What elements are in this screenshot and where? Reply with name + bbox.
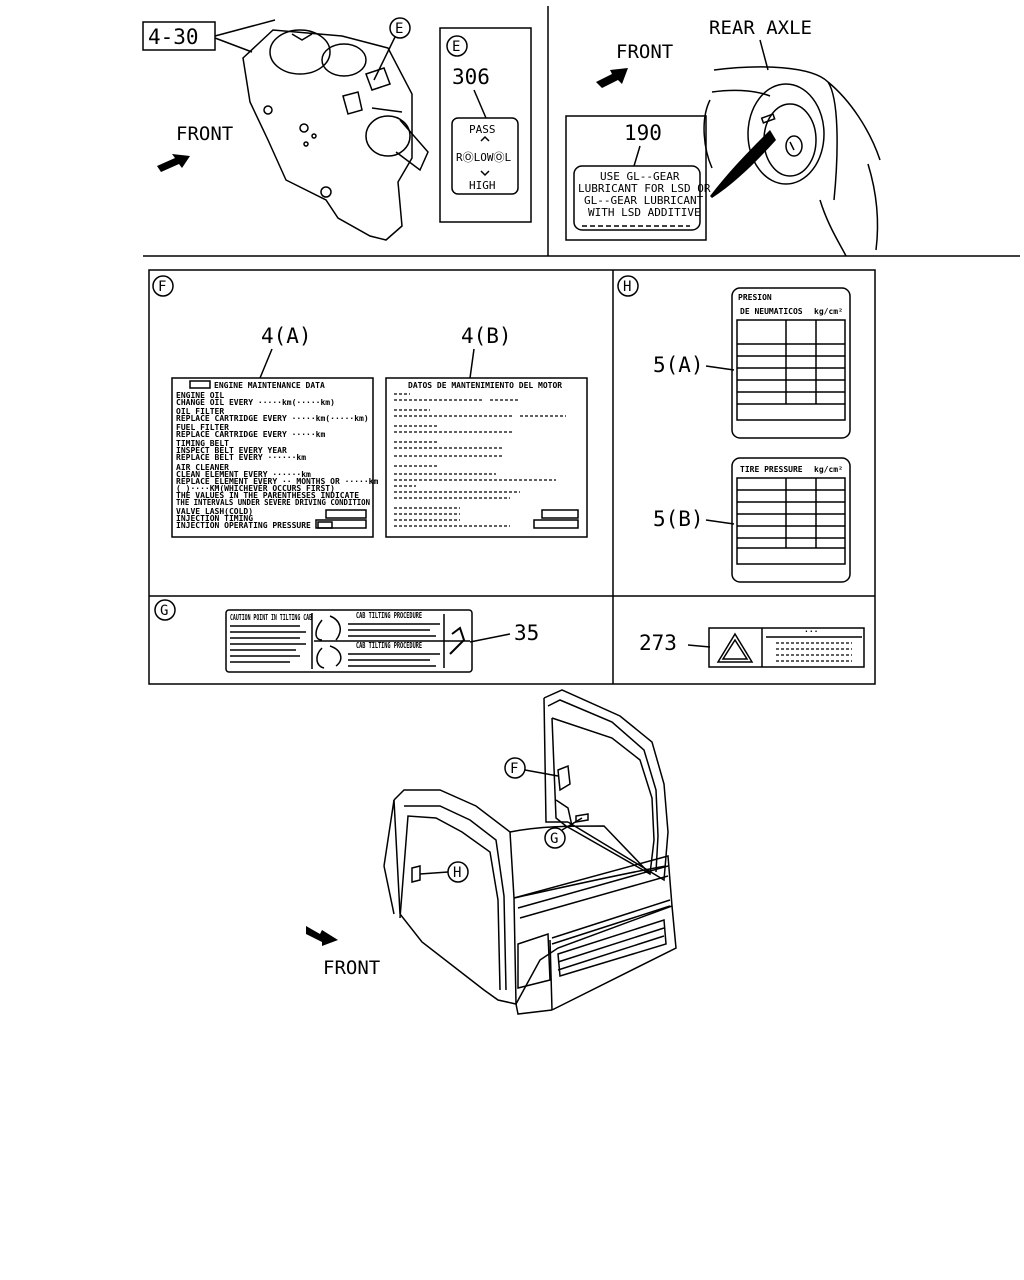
label-4a-line-11: REPLACE ELEMENT EVERY ·· MONTHS OR ·····… <box>176 477 378 486</box>
section-h: H 5(A) PRESION DE NEUMATICOS kg/cm² 5(B)… <box>617 275 851 583</box>
rear-axle-view: REAR AXLE FRONT 190 USE GL--GEAR LUBRICA… <box>565 17 881 257</box>
label-5b-sticker <box>731 457 851 583</box>
label-4a-line-12: ( )····KM(WHICHEVER OCCURS FIRST) <box>176 484 335 493</box>
section-g: G CAUTION POINT IN TILTING CAB CAB TILTI… <box>154 599 539 673</box>
label-4a-line-4: FUEL FILTER <box>176 423 229 432</box>
label-190-line-1: USE GL--GEAR <box>600 170 680 183</box>
cab-rear-wall <box>543 689 669 882</box>
section-f: F 4(A) ENGINE MAINTENANCE DATA ENGINE OI… <box>152 275 588 538</box>
section-f-circle: F <box>158 279 166 295</box>
label-5b-line-1: TIRE PRESSURE <box>740 465 803 474</box>
label-4a-line-5: REPLACE CARTRIDGE EVERY ·····km <box>176 430 325 439</box>
callout-e-circle <box>389 17 411 39</box>
label-4b-sticker <box>385 377 588 538</box>
label-190-part-no: 190 <box>624 121 662 145</box>
label-4a-line-10: CLEAN ELEMENT EVERY ······km <box>176 470 311 479</box>
label-273-header: ··· <box>804 627 818 636</box>
label-4a-line-13: THE VALUES IN THE PARENTHESES INDICATE <box>176 491 359 500</box>
cab-side-wall <box>393 789 517 1005</box>
label-4a-line-8: REPLACE BELT EVERY ······km <box>176 453 306 462</box>
label-190-line-2: LUBRICANT FOR LSD OR <box>578 182 711 195</box>
labels-frame <box>148 269 876 685</box>
ref-4-30-label: 4-30 <box>148 25 199 49</box>
cab-callout-g: G <box>550 831 558 847</box>
label-35-right-title-1: CAB TILTING PROCEDURE <box>356 611 422 620</box>
label-35-part-no: 35 <box>514 621 539 645</box>
section-h-circle: H <box>623 279 631 295</box>
section-273: 273 ··· <box>639 627 865 668</box>
label-4a-line-15: VALVE LASH(COLD) <box>176 507 253 516</box>
label-306-circle-e: E <box>452 39 460 55</box>
label-190-line-4: WITH LSD ADDITIVE <box>588 206 701 219</box>
label-190-panel <box>565 115 707 241</box>
label-306-sticker <box>451 117 519 195</box>
label-4a-line-14: THE INTERVALS UNDER SEVERE DRIVING CONDI… <box>176 498 370 507</box>
label-306-panel: E 306 PASS RⓄLOWⓄL HIGH <box>439 27 532 223</box>
label-4a-line-3: REPLACE CARTRIDGE EVERY ·····km(·····km) <box>176 414 369 423</box>
label-190-sticker <box>573 165 701 231</box>
axle-cover <box>747 83 825 185</box>
axle-leader <box>710 130 776 198</box>
callout-e-text: E <box>395 21 403 37</box>
label-4b-title: DATOS DE MANTENIMIENTO DEL MOTOR <box>408 381 562 390</box>
label-4a-part-no: 4(A) <box>261 324 312 348</box>
front-arrow-icon-2 <box>596 68 628 88</box>
axle-housing <box>711 66 881 201</box>
label-35-left-title: CAUTION POINT IN TILTING CAB <box>230 613 312 622</box>
label-4a-sticker <box>171 377 374 538</box>
cab-callout-f: F <box>510 761 518 777</box>
front-arrow-icon <box>157 154 190 172</box>
label-306-part-no: 306 <box>452 65 490 89</box>
label-4a-line-7: INSPECT BELT EVERY YEAR <box>176 446 287 455</box>
label-306-pass: PASS <box>469 123 496 136</box>
label-5a-line-1: PRESION <box>738 293 772 302</box>
label-4a-line-0: ENGINE OIL <box>176 391 224 400</box>
front-label-2: FRONT <box>616 41 673 63</box>
cab-front-panel <box>513 855 673 1005</box>
label-306-high: HIGH <box>469 179 496 192</box>
label-4b-part-no: 4(B) <box>461 324 512 348</box>
section-g-circle: G <box>160 603 168 619</box>
steering-column-view: 4-30 E FRONT <box>142 17 429 241</box>
label-4a-line-16: INJECTION TIMING <box>176 514 253 523</box>
front-label-3: FRONT <box>323 957 380 979</box>
label-190-line-3: GL--GEAR LUBRICANT <box>584 194 704 207</box>
label-5a-sticker <box>731 287 851 439</box>
label-4a-line-9: AIR CLEANER <box>176 463 229 472</box>
steering-column-body <box>242 29 413 241</box>
label-35-right-title-2: CAB TILTING PROCEDURE <box>356 641 422 650</box>
rear-axle-label: REAR AXLE <box>709 17 812 39</box>
front-label-1: FRONT <box>176 123 233 145</box>
cab-view: F G H FRONT <box>306 689 677 1015</box>
label-5b-unit: kg/cm² <box>814 465 843 474</box>
label-4a-line-2: OIL FILTER <box>176 407 224 416</box>
label-4a-line-6: TIMING BELT <box>176 439 229 448</box>
label-273-sticker <box>708 627 865 668</box>
label-273-part-no: 273 <box>639 631 677 655</box>
front-arrow-icon-3 <box>306 926 338 946</box>
warning-triangle-icon <box>716 632 754 663</box>
label-4a-line-17: INJECTION OPERATING PRESSURE <box>176 521 311 530</box>
label-4a-title: ENGINE MAINTENANCE DATA <box>214 381 325 390</box>
label-5b-part-no: 5(B) <box>653 507 704 531</box>
label-5a-unit: kg/cm² <box>814 307 843 316</box>
label-4a-line-1: CHANGE OIL EVERY ·····km(·····km) <box>176 398 335 407</box>
label-5a-part-no: 5(A) <box>653 353 704 377</box>
label-5a-line-2: DE NEUMATICOS <box>740 307 803 316</box>
cab-callout-h: H <box>453 865 461 881</box>
label-306-middle: RⓄLOWⓄL <box>456 151 511 164</box>
